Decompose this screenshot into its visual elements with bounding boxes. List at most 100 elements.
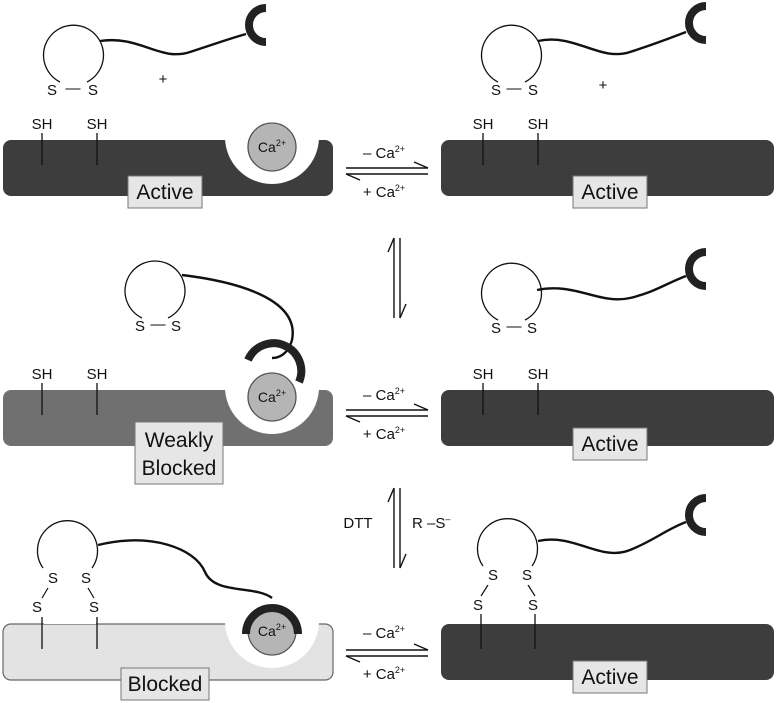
equilibrium-middle: – Ca2+ + Ca2+	[345, 386, 429, 443]
state-bottom-left: S S S S Ca2+ Blocked	[2, 520, 334, 701]
sulfur-label: S	[473, 597, 483, 614]
disulfide-loop-icon	[124, 260, 186, 319]
peptide-tail	[536, 274, 687, 301]
add-calcium-label: + Ca2+	[363, 183, 405, 201]
peptide-tail	[97, 539, 273, 600]
sh-label: SH	[528, 366, 549, 383]
sulfur-label: S	[488, 567, 498, 584]
sh-label: SH	[32, 116, 53, 133]
state-label-box	[572, 427, 648, 461]
disulfide-loop-icon	[476, 518, 539, 567]
sulfur-label: S	[527, 320, 537, 337]
state-label: Active	[136, 181, 193, 204]
hook-icon	[242, 604, 302, 635]
state-label-box	[572, 660, 648, 694]
protein-body	[441, 390, 774, 446]
thiols: SH SH	[473, 116, 549, 165]
free-peptide: S — S	[480, 2, 707, 99]
remove-calcium-label: – Ca2+	[363, 144, 405, 162]
sulfur-label: S	[528, 82, 538, 99]
disulfide-bond: —	[507, 318, 522, 335]
sulfur-label: S	[528, 597, 538, 614]
bond-line	[41, 587, 49, 599]
state-mid-left: S — S SH SH Ca2+ Weakly Blocked	[3, 260, 333, 485]
sulfur-label: S	[89, 599, 99, 616]
disulfide-loop-icon	[36, 520, 99, 569]
state-label-box	[120, 667, 210, 701]
equilibrium-top: – Ca2+ + Ca2+	[345, 144, 429, 201]
protein-blocked: Ca2+	[2, 604, 334, 681]
remove-calcium-label: – Ca2+	[363, 386, 405, 404]
sh-label: SH	[473, 366, 494, 383]
sulfur-label: S	[522, 567, 532, 584]
equilibrium-vertical-lower: DTT R –S–	[343, 487, 450, 569]
free-peptide: S — S	[42, 4, 267, 99]
bond-line	[87, 587, 95, 599]
disulfide-loop-icon	[480, 262, 543, 321]
equilibrium-vertical-upper	[387, 237, 407, 319]
calcium-ion-label: Ca2+	[258, 388, 286, 405]
equilibrium-bottom: – Ca2+ + Ca2+	[345, 624, 429, 683]
peptide-tail	[181, 273, 294, 360]
state-bottom-right: S S S S Active	[441, 494, 774, 694]
disulfide-bond: —	[66, 80, 81, 97]
sh-label: SH	[87, 116, 108, 133]
hook-icon	[244, 339, 306, 384]
protein-body	[441, 140, 774, 196]
sh-label: SH	[528, 116, 549, 133]
hook-icon	[685, 2, 707, 44]
peptide-tail	[537, 30, 687, 56]
plus-sign: +	[159, 71, 168, 88]
protein-body	[441, 624, 774, 680]
state-top-left: S — S + SH SH Ca2+ Active	[3, 4, 333, 209]
disulfide-loop-icon	[42, 24, 105, 83]
disulfide-loop-icon	[480, 24, 543, 83]
sulfur-label: S	[48, 570, 58, 587]
state-label-line2: Blocked	[142, 457, 217, 480]
protein-active	[441, 624, 774, 680]
sh-label: SH	[32, 366, 53, 383]
hook-icon	[245, 4, 267, 46]
state-label-box	[572, 175, 648, 209]
hook-icon	[685, 494, 707, 536]
state-top-right: S — S + SH SH Active	[441, 2, 774, 209]
peptide-tail	[99, 32, 247, 56]
state-label-line1: Weakly	[145, 429, 214, 452]
protein-active	[441, 140, 774, 196]
reducing-agent-label: DTT	[343, 515, 372, 532]
protein-active: SH SH Ca2+ Active	[3, 116, 333, 209]
protein-weakly-blocked: SH SH Ca2+	[3, 366, 333, 446]
sh-label: SH	[87, 366, 108, 383]
equilibrium-arrow-icon	[345, 161, 429, 181]
sulfur-label: S	[88, 82, 98, 99]
sulfur-label: S	[47, 82, 57, 99]
peptide-tail	[537, 520, 687, 555]
plus-sign: +	[599, 77, 608, 94]
sulfur-label: S	[491, 320, 501, 337]
sulfur-label: S	[32, 599, 42, 616]
sulfur-label: S	[135, 318, 145, 335]
state-label: Active	[581, 181, 638, 204]
equilibrium-arrow-icon	[345, 643, 429, 663]
state-label: Active	[581, 666, 638, 689]
sh-label: SH	[473, 116, 494, 133]
hook-icon	[685, 248, 707, 290]
remove-calcium-label: – Ca2+	[363, 624, 405, 642]
add-calcium-label: + Ca2+	[363, 665, 405, 683]
state-label-box	[134, 421, 224, 485]
calcium-ion-icon	[247, 122, 297, 172]
bond-line	[480, 584, 489, 597]
calcium-ion-label: Ca2+	[258, 138, 286, 155]
state-label-box	[127, 175, 203, 209]
equilibrium-arrow-icon	[345, 403, 429, 423]
calcium-ion-label: Ca2+	[258, 622, 286, 639]
protein-active	[441, 390, 774, 446]
disulfide-bond: —	[507, 80, 522, 97]
state-label: Active	[581, 433, 638, 456]
state-label: Blocked	[128, 673, 203, 696]
thiolate-label: R –S–	[412, 514, 450, 532]
sulfur-label: S	[171, 318, 181, 335]
calcium-ion-icon	[247, 372, 297, 422]
add-calcium-label: + Ca2+	[363, 425, 405, 443]
